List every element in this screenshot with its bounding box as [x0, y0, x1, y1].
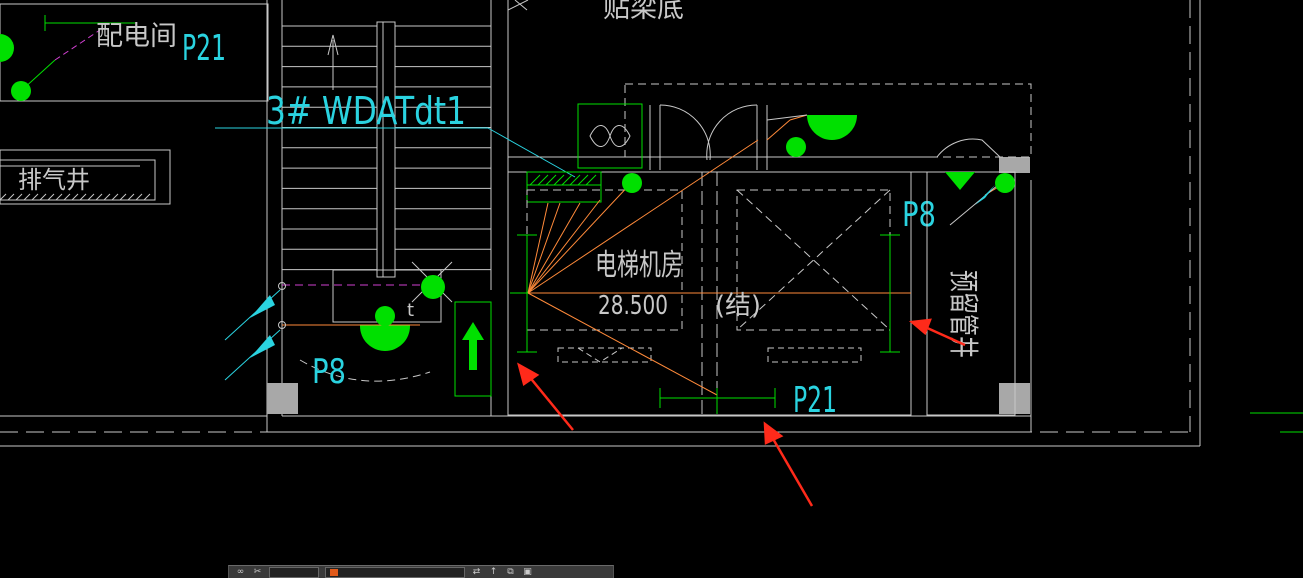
cut-field[interactable]: [269, 566, 319, 578]
structure-note-label: (结): [715, 291, 761, 321]
elevation-label: 28.500: [598, 291, 668, 321]
stairwell: [266, 0, 1032, 433]
exhaust-shaft: 排气井: [0, 149, 171, 205]
stair-lighting: t P8: [224, 261, 453, 392]
green-dimension-marks: [510, 234, 900, 414]
layer-copy-icon[interactable]: ⧉: [507, 566, 514, 577]
p8-left-label: P8: [312, 352, 346, 392]
wiring-lines: [527, 114, 1006, 396]
p21-top-label: P21: [182, 28, 226, 69]
riser-label: 3# WDATdt1: [215, 89, 576, 178]
lamp-marker: [11, 81, 31, 101]
cut-icon[interactable]: ✂: [253, 566, 262, 577]
elevator-room-label: 电梯机房: [595, 248, 683, 283]
match-layer-icon[interactable]: ⇄: [472, 566, 481, 577]
status-toolbar: ∞ ✂ ⇄ ↑ ⧉ ▣: [228, 565, 614, 578]
lobby-doors: [508, 83, 1032, 173]
riser-id-label: 3# WDATdt1: [266, 89, 466, 133]
top-door-swing: [507, 0, 529, 11]
layer-up-icon[interactable]: ↑: [489, 566, 498, 577]
layer-delete-icon[interactable]: ▣: [523, 566, 532, 577]
layer-dropdown[interactable]: [325, 566, 465, 578]
beam-note: 贴梁底: [603, 0, 684, 24]
fan-unit: [577, 103, 643, 169]
annotation-arrows: [517, 318, 966, 507]
column-left: [267, 383, 298, 414]
reserved-pipe-shaft: 预留管井: [926, 171, 1016, 416]
column-top: [999, 157, 1030, 173]
small-t-label: t: [407, 300, 414, 321]
right-edge-lines: [1250, 412, 1303, 433]
glasses-icon[interactable]: ∞: [236, 566, 245, 577]
exit-sign: [454, 301, 492, 397]
outer-boundary: [0, 0, 1201, 447]
layer-color-swatch: [330, 568, 338, 576]
p21-bottom-label: P21: [793, 380, 837, 421]
exhaust-shaft-label: 排气井: [18, 166, 90, 194]
distribution-room: 配电间 P21: [0, 3, 269, 102]
machine-room-lamps: [622, 114, 857, 193]
p8-right-label: P8: [902, 195, 936, 235]
distribution-room-label: 配电间: [96, 21, 177, 52]
